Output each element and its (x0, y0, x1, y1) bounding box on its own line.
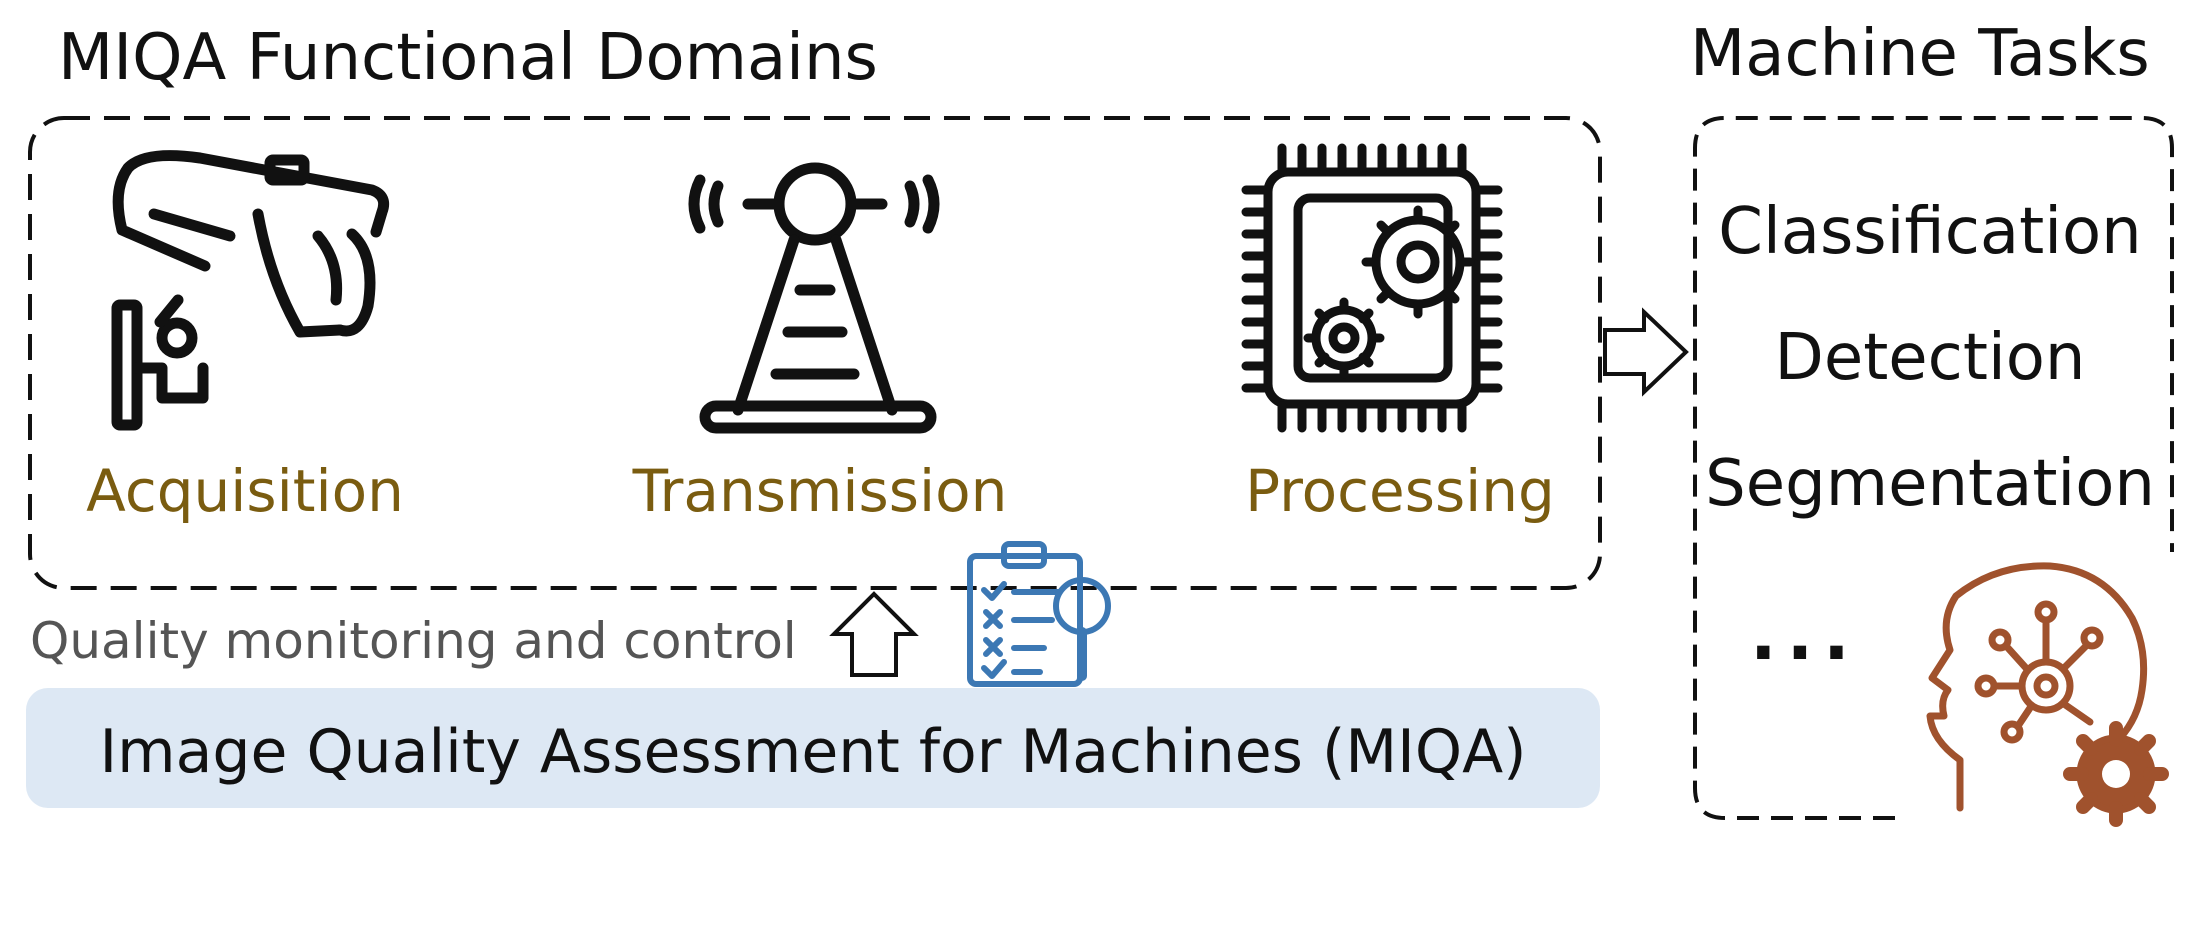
miqa-label: Image Quality Assessment for Machines (M… (99, 717, 1527, 787)
chip-pins (1241, 143, 1503, 433)
task-segmentation: Segmentation (1705, 447, 2155, 521)
domain-label-processing: Processing (1245, 457, 1555, 525)
quality-monitoring-label: Quality monitoring and control (30, 612, 797, 670)
tasks-ellipsis: ... (1750, 594, 1860, 676)
miqa-box (26, 688, 1600, 808)
security-camera-icon (111, 150, 390, 431)
task-detection: Detection (1774, 321, 2086, 395)
small-gear (1303, 297, 1385, 379)
functional-domains-title: MIQA Functional Domains (58, 21, 878, 95)
domain-label-acquisition: Acquisition (86, 457, 404, 525)
outline-arrow-up-icon (829, 591, 919, 677)
domains-dashed-frame (28, 116, 1602, 590)
domain-label-transmission: Transmission (632, 457, 1008, 525)
large-gear (1361, 205, 1475, 319)
radio-tower-icon (688, 162, 940, 434)
ai-head-gear-icon (1926, 562, 2169, 827)
machine-tasks-title: Machine Tasks (1690, 17, 2150, 91)
outline-arrow-right-icon (1603, 307, 1689, 397)
ai-gear (2063, 721, 2169, 827)
task-classification: Classification (1718, 195, 2142, 269)
processor-chip-gears-icon (1241, 143, 1503, 433)
checklist-magnifier-icon (967, 541, 1111, 687)
